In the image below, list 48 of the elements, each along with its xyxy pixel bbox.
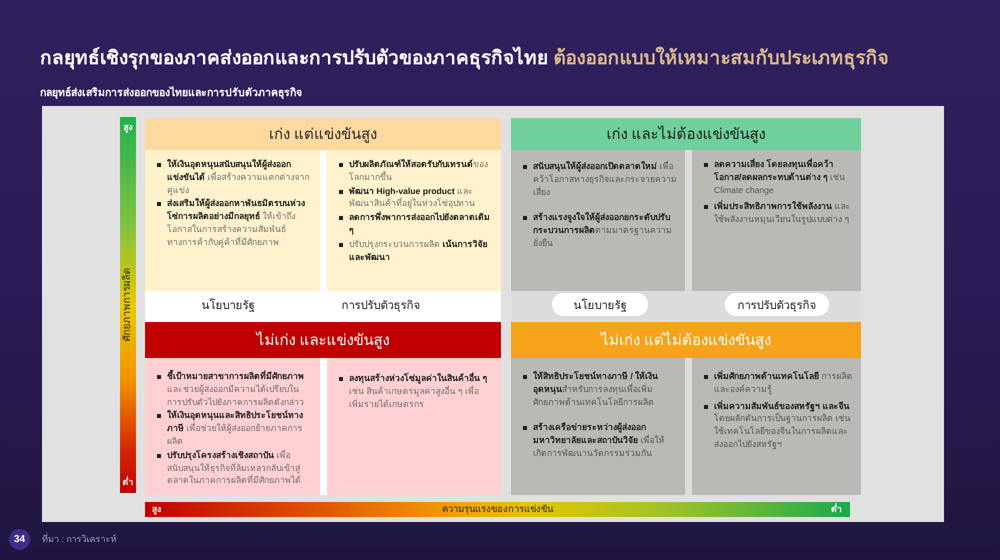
title: กลยุทธ์เชิงรุกของภาคส่งออกและการปรับตัวของภาคธุรกิจไทย ต้องออกแบบให้เหมาะสมกับประเภทธุรกิจ <box>40 46 888 72</box>
strategy-column <box>692 358 861 495</box>
strategy-column <box>145 358 320 495</box>
quadrant-panel <box>511 118 861 322</box>
bullet-text: พัฒนา High-value product และพัฒนาสินค้าที่อยู่ในห่วงโซ่อุปทาน <box>349 184 476 210</box>
bullet-text: เพิ่มศักยภาพด้านเทคโนโลยี การผลิตและองค์ความรู้ <box>714 370 853 396</box>
quadrant-header: ไม่เก่ง แต่ไม่ต้องแข่งขันสูง <box>511 322 861 358</box>
axis-title: ความรุนแรงของการแข่งขัน <box>442 504 553 516</box>
strategy-column <box>327 358 501 495</box>
bullet-text: สร้างแรงจูงใจให้ผู้ส่งออกยกระดับปรับกระบวนการผลิตตามมาตรฐานความยั่งยืน <box>533 211 673 250</box>
quadrant-panel <box>511 322 861 495</box>
bullet-text: สร้างเครือข่ายระหว่างผู้ส่งออกมหาวิทยาลัยและสถาบันวิจัย เพื่อให้เกิดการพัฒนานวัตกรรมร่วมกัน <box>533 421 666 460</box>
bullet-text: ให้เงินอุดหนุนและสิทธิประโยชน์ทางภาษี เพื่อช่วยให้ผู้ส่งออกย้ายภาคการผลิต <box>167 409 304 448</box>
axis-end-label: สูง <box>124 122 132 132</box>
bullet-text: เพิ่มความสัมพันธ์ของสหรัฐฯ และจีน โดยผลักดันการเป็นฐานการผลิต เช่น ใช้เทคโนโลยีของจีนในการผลิตและส่งออกไปยังสหรัฐฯ <box>714 400 852 451</box>
bullet-text: ให้เงินอุดหนุนสนับสนุนให้ผู้ส่งออกแข่งขันได้ เพื่อสร้างความแตกต่างจากคู่แข่ง <box>167 158 310 196</box>
quadrant-header: ไม่เก่ง และแข่งขันสูง <box>145 322 501 358</box>
axis-end-label: ต่ำ <box>122 477 134 487</box>
bullet-text: ให้สิทธิประโยชน์ทางภาษี / ให้เงินอุดหนุนสำหรับการลงทุนเพื่อเพิ่มศักยภาพด้านเทคโนโลยีการผลิต <box>533 370 660 408</box>
strategy-column <box>327 150 501 291</box>
gradient-axis-bar <box>120 117 136 493</box>
bullet-text: ลดการพึ่งพาการส่งออกไปยังตลาดเดิม ๆ <box>349 211 491 237</box>
source-note: ที่มา : การวิเคราะห์ <box>42 532 117 546</box>
bullet-text: ลงทุนสร้างห่วงโซ่มูลค่าในสินค้าอื่น ๆ เช่น สินค้าเกษตรมูลค่าสูงอื่น ๆ เพื่อเพิ่มรายได้เกษตรกร <box>349 372 488 410</box>
bullet-text: ลดความเสี่ยง โดยลงทุนเพื่อคว้าโอกาส/ลดผลกระทบด้านต่าง ๆ เช่น Climate change <box>714 158 846 196</box>
bullet-text: ปรับปรุงกระบวนการผลิต เน้นการวิจัยและพัฒนา <box>349 238 488 264</box>
bullet-text: เพิ่มประสิทธิภาพการใช้พลังงาน และใช้พลังงานหมุนเวียนในรูปแบบต่าง ๆ <box>714 200 852 226</box>
quadrant-panel <box>145 322 501 495</box>
page-number-badge: 34 <box>9 529 30 550</box>
bullet-text: ส่งเสริมให้ผู้ส่งออกหาพันธมิตรบนห่วงโซ่การผลิตอย่างมีกลยุทธ์ ให้เข้าถึงโอกาสในการสร้างความสัมพันธ์ทางการค้ากับคู่ค้าที่มีศักยภาพ <box>167 197 306 249</box>
axis-end-label: สูง <box>152 504 161 514</box>
bullet-text: ชี้เป้าหมายสาขาการผลิตที่มีศักยภาพ และช่วยผู้ส่งออกมีความได้เปรียบในการปรับตัวไปยังภาคการผลิตดังกล่าว <box>167 370 305 408</box>
bullet-text: ปรับผลิตภัณฑ์ให้สอดรับกับเทรนด์ของโลกมากขึ้น <box>349 158 489 184</box>
axis-title: ศักยภาพการผลิต <box>121 268 134 342</box>
strategy-column <box>145 150 320 291</box>
strategy-column <box>511 150 685 291</box>
strategy-column <box>692 150 861 291</box>
bullet-text: สนับสนุนให้ผู้ส่งออกเปิดตลาดใหม่ เพื่อคว้าโอกาสทางธุรกิจและกระจายความเสี่ยง <box>533 160 677 198</box>
pill-label: นโยบายรัฐ <box>552 293 648 316</box>
gradient-axis-bar <box>145 502 850 517</box>
quadrant-header: เก่ง แต่แข่งขันสูง <box>145 118 501 150</box>
pill-label: การปรับตัวธุรกิจ <box>725 293 829 316</box>
subtitle: กลยุทธ์ส่งเสริมการส่งออกของไทยและการปรับตัวภาคธุรกิจ <box>40 85 302 101</box>
quadrant-panel <box>145 118 501 322</box>
bullet-text: ปรับปรุงโครงสร้างเชิงสถาบัน เพื่อสนับสนุนให้ธุรกิจที่ล้มเหลวกลับเข้าสู่ตลาดในภาคการผลิตที่มีศักยภาพได้ <box>167 448 302 488</box>
axis-end-label: ต่ำ <box>831 504 842 514</box>
strategy-column <box>511 358 685 495</box>
quadrant-header: เก่ง และไม่ต้องแข่งขันสูง <box>511 118 861 150</box>
